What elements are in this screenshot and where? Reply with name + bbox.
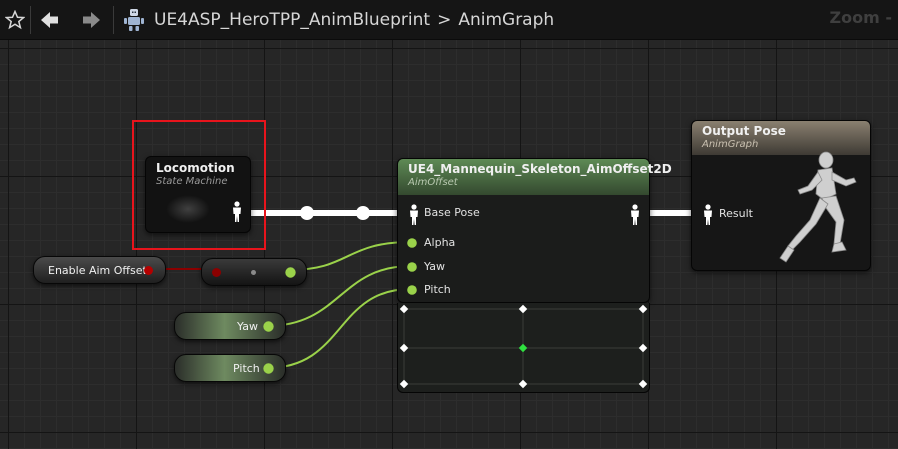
blendspace-sample-points <box>399 304 648 389</box>
anim-blueprint-icon <box>114 0 154 40</box>
locomotion-state-machine-node[interactable]: Locomotion State Machine <box>145 156 251 233</box>
running-mannequin-icon <box>779 151 857 263</box>
variable-label: Pitch <box>233 362 260 375</box>
node-header: UE4_Mannequin_Skeleton_AimOffset2D AimOf… <box>398 159 672 195</box>
float-input-pin-icon[interactable] <box>406 261 418 273</box>
node-title: Locomotion <box>156 161 235 175</box>
enable-aim-offset-variable-node[interactable]: Enable Aim Offset <box>33 256 166 284</box>
float-input-pin-icon[interactable] <box>406 284 418 296</box>
float-output-pin-icon[interactable] <box>262 362 275 375</box>
pin-label-alpha: Alpha <box>424 236 456 249</box>
node-subtitle: AimOffset <box>408 177 458 188</box>
yaw-variable-node[interactable]: Yaw <box>174 312 286 340</box>
pin-label-yaw: Yaw <box>424 260 445 273</box>
forward-button[interactable] <box>69 0 113 40</box>
pin-label-pitch: Pitch <box>424 283 451 296</box>
back-button[interactable] <box>31 0 69 40</box>
pitch-variable-node[interactable]: Pitch <box>174 354 286 382</box>
node-title: UE4_Mannequin_Skeleton_AimOffset2D <box>408 162 672 176</box>
pin-label-result: Result <box>719 207 753 220</box>
bool-input-pin-icon[interactable] <box>211 267 222 278</box>
star-icon <box>5 9 25 29</box>
selection-highlight <box>132 120 266 250</box>
pose-input-pin-icon[interactable] <box>407 204 421 226</box>
arrow-right-icon <box>83 11 100 28</box>
breadcrumb-animgraph[interactable]: AnimGraph <box>458 9 555 30</box>
float-input-pin-icon[interactable] <box>406 237 418 249</box>
float-wire-yaw[interactable] <box>266 265 412 327</box>
aim-offset-node[interactable]: UE4_Mannequin_Skeleton_AimOffset2D AimOf… <box>397 158 672 303</box>
breadcrumb-blueprint[interactable]: UE4ASP_HeroTPP_AnimBlueprint <box>154 9 431 30</box>
node-center-dot-icon <box>251 270 256 275</box>
variable-label: Yaw <box>237 320 258 333</box>
pose-output-pin-icon[interactable] <box>230 201 244 223</box>
wire-reroute-knot[interactable] <box>356 206 370 220</box>
pose-output-pin-icon[interactable] <box>628 204 642 226</box>
state-machine-preview <box>166 195 210 223</box>
node-header: Output Pose AnimGraph <box>692 121 870 155</box>
toolbar-separator <box>113 5 114 34</box>
wire-reroute-knot[interactable] <box>300 206 314 220</box>
float-output-pin-icon[interactable] <box>284 266 297 279</box>
arrow-left-icon <box>41 11 58 28</box>
bool-to-float-node[interactable] <box>201 258 307 286</box>
float-wire-alpha[interactable] <box>288 241 412 271</box>
favorite-star-button[interactable] <box>0 0 30 40</box>
node-subtitle: AnimGraph <box>702 139 759 150</box>
bool-output-pin-icon[interactable] <box>143 265 154 276</box>
variable-label: Enable Aim Offset <box>48 264 147 277</box>
toolbar: UE4ASP_HeroTPP_AnimBlueprint > AnimGraph… <box>0 0 898 40</box>
zoom-label: Zoom - <box>829 8 892 27</box>
float-output-pin-icon[interactable] <box>262 320 275 333</box>
pose-input-pin-icon[interactable] <box>701 204 715 226</box>
blendspace-current-sample <box>518 343 528 353</box>
graph-wires <box>148 206 702 369</box>
node-header: Locomotion State Machine <box>146 157 250 191</box>
blendspace-preview-grid <box>397 303 650 393</box>
anim-graph-canvas[interactable]: Locomotion State Machine Enable Aim Offs… <box>0 40 898 449</box>
blendspace-grid-lines <box>399 304 648 389</box>
breadcrumb-separator: > <box>437 9 452 30</box>
node-title: Output Pose <box>702 124 786 138</box>
float-wire-pitch[interactable] <box>266 288 412 369</box>
toolbar-separator <box>30 5 31 34</box>
pin-label-base-pose: Base Pose <box>424 206 480 219</box>
node-subtitle: State Machine <box>156 176 228 187</box>
